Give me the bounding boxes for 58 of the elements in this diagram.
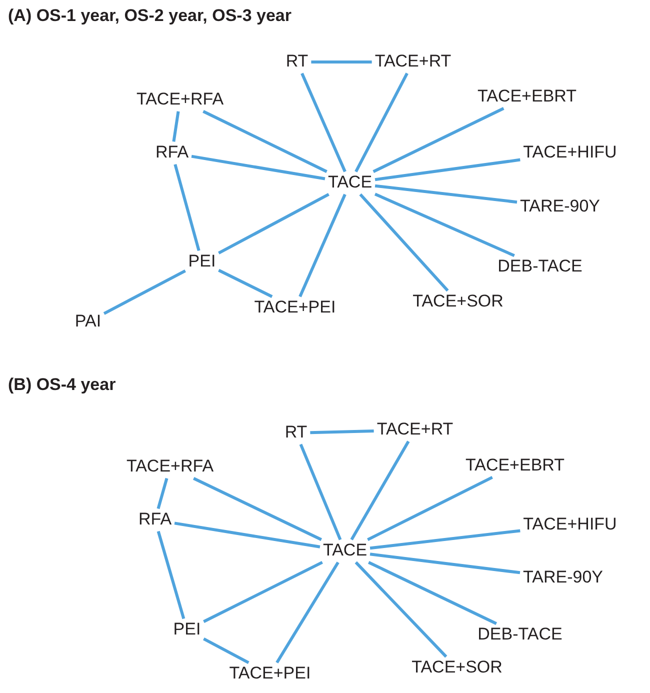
connector-line bbox=[218, 268, 273, 298]
treatment-label: TACE+RFA bbox=[133, 88, 227, 112]
treatment-label: TACE+PEI bbox=[251, 296, 339, 320]
treatment-label: RT bbox=[282, 50, 312, 74]
treatment-label: PEI bbox=[170, 618, 204, 642]
connector-line bbox=[374, 192, 515, 258]
connector-line bbox=[299, 444, 342, 540]
treatment-label: TACE+HIFU bbox=[520, 514, 620, 536]
connector-line bbox=[370, 552, 520, 574]
treatment-label: TACE+EBRT bbox=[462, 454, 568, 478]
connector-line bbox=[359, 193, 449, 292]
treatment-label: PEI bbox=[185, 250, 219, 274]
treatment-label: TACE+SOR bbox=[408, 656, 506, 680]
treatment-label: TARE-90Y bbox=[517, 196, 603, 218]
connector-line bbox=[372, 107, 504, 173]
treatment-label: TACE+SOR bbox=[410, 290, 506, 314]
connector-line bbox=[203, 561, 323, 623]
treatment-label: DEB-TACE bbox=[494, 256, 586, 278]
connector-line bbox=[300, 72, 346, 172]
treatment-label: RT bbox=[282, 422, 310, 444]
connector-line bbox=[374, 184, 518, 204]
treatment-label: TACE+RT bbox=[372, 50, 454, 74]
connector-line bbox=[218, 193, 330, 254]
treatment-label: TACE+EBRT bbox=[474, 86, 580, 108]
connector-line bbox=[202, 110, 328, 173]
treatment-label: TACE bbox=[320, 540, 370, 562]
connector-line bbox=[191, 154, 326, 180]
connector-line bbox=[174, 164, 200, 252]
connector-line bbox=[354, 561, 448, 658]
connector-line bbox=[310, 430, 374, 434]
connector-line bbox=[374, 158, 520, 182]
treatment-label: TACE+HIFU bbox=[520, 142, 620, 164]
treatment-label: TACE+PEI bbox=[226, 662, 314, 686]
panel-heading: (B) OS-4 year bbox=[8, 375, 116, 395]
connector-line bbox=[156, 478, 168, 510]
connector-line bbox=[192, 477, 322, 541]
connector-line bbox=[298, 194, 346, 298]
treatment-label: TACE+RT bbox=[374, 418, 456, 442]
connector-line bbox=[368, 561, 498, 625]
treatment-label: PAI bbox=[72, 310, 104, 334]
treatment-label: RFA bbox=[152, 142, 192, 164]
connector-line bbox=[174, 522, 320, 548]
connector-line bbox=[354, 72, 408, 172]
treatment-label: TARE-90Y bbox=[520, 566, 606, 590]
connector-line bbox=[311, 60, 372, 64]
connector-line bbox=[367, 476, 493, 541]
treatment-label: RFA bbox=[135, 508, 175, 532]
connector-line bbox=[370, 529, 520, 550]
panel-heading: (A) OS-1 year, OS-2 year, OS-3 year bbox=[8, 6, 292, 26]
connector-line bbox=[350, 440, 410, 540]
connector-line bbox=[156, 530, 186, 620]
connector-line bbox=[276, 562, 340, 664]
connector-line bbox=[203, 638, 250, 664]
connector-line bbox=[172, 111, 180, 142]
connector-line bbox=[103, 269, 186, 315]
treatment-label: TACE bbox=[324, 172, 376, 194]
treatment-label: DEB-TACE bbox=[474, 624, 566, 646]
treatment-label: TACE+RFA bbox=[123, 456, 217, 478]
